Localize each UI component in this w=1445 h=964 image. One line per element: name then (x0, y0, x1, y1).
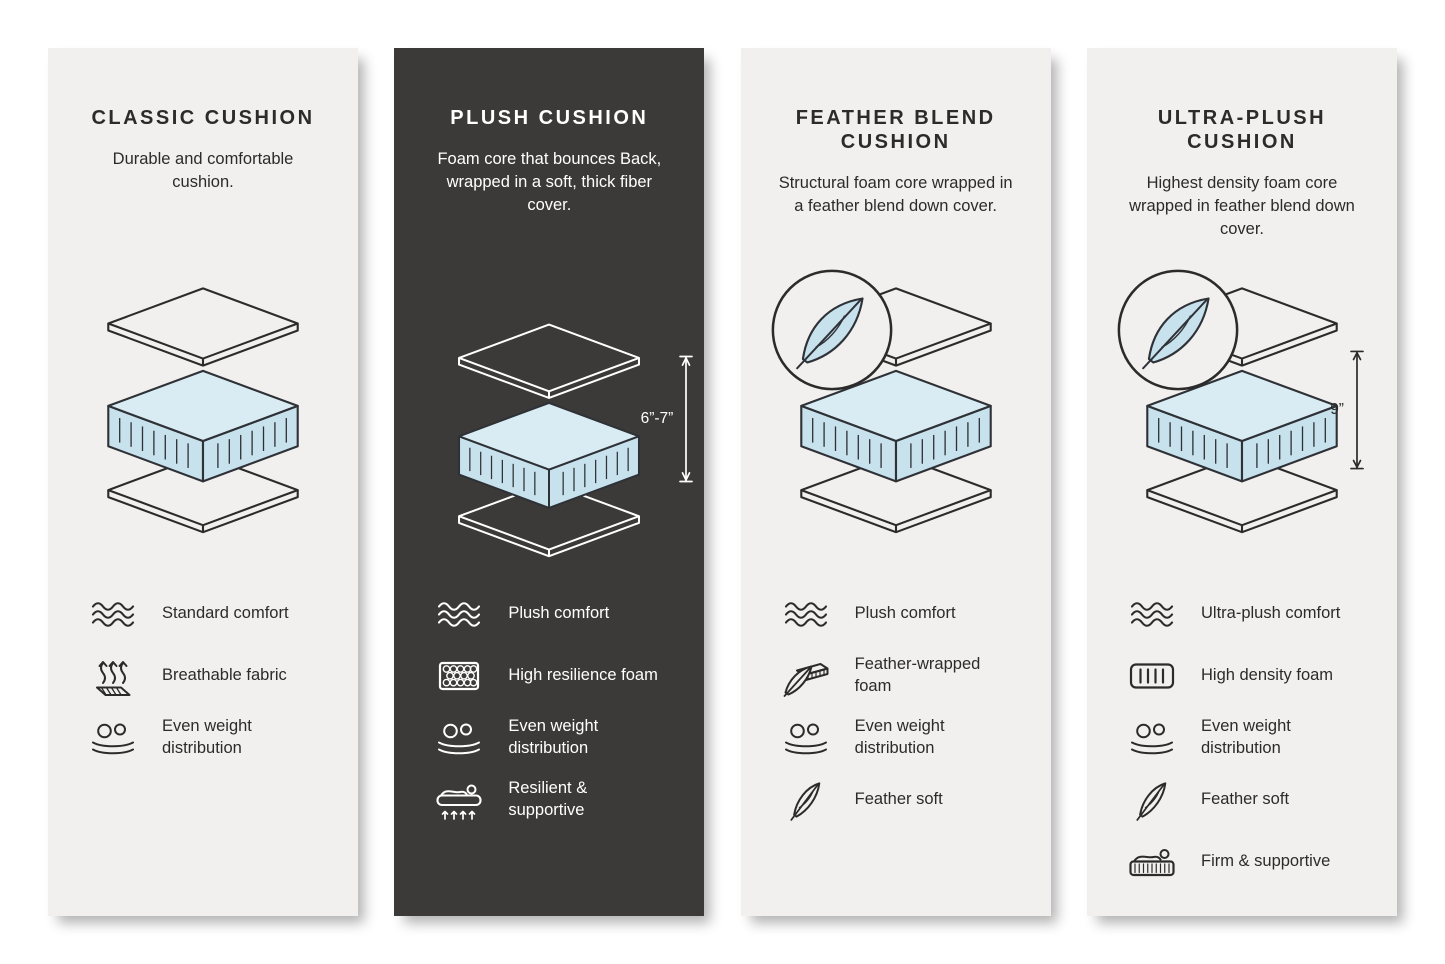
feature-label: High resilience foam (508, 666, 658, 685)
waves-icon (86, 601, 140, 627)
feature-label: Feather soft (854, 790, 943, 809)
dimension-label: 9” (1330, 401, 1344, 418)
feature-label: Standard comfort (162, 604, 289, 623)
feature-list: Plush comfort High resilience foam Even … (428, 583, 670, 831)
cushion-illustration (82, 283, 324, 555)
feature-list: Ultra-plush comfort High density foam Ev… (1121, 583, 1363, 893)
feature-row: Standard comfort (86, 583, 324, 645)
card-classic-cushion: CLASSIC CUSHION Durable and comfortable … (48, 48, 358, 916)
feather-icon (779, 778, 833, 822)
feature-row: Ultra-plush comfort (1125, 583, 1363, 645)
feature-label: Firm & supportive (1200, 852, 1331, 871)
feature-label: Plush comfort (854, 604, 956, 623)
cushion-comparison-board: CLASSIC CUSHION Durable and comfortable … (48, 48, 1397, 916)
cushion-illustration: 6”-7” (428, 283, 670, 555)
feather-wrapped-foam-icon (779, 655, 833, 697)
weight-distribution-icon (432, 721, 486, 755)
cushion-illustration (775, 283, 1017, 555)
dimension-line-icon (678, 355, 694, 483)
height-dimension: 6”-7” (641, 355, 695, 483)
weight-distribution-icon (86, 721, 140, 755)
feature-label: Even weight distribution (854, 717, 945, 757)
weight-distribution-icon (1125, 721, 1179, 755)
feature-list: Standard comfort Breathable fabric Even … (82, 583, 324, 769)
feature-row: Even weight distribution (432, 707, 670, 769)
foam-cells-icon (432, 656, 486, 696)
card-title: CLASSIC CUSHION (91, 107, 315, 129)
feature-row: Breathable fabric (86, 645, 324, 707)
card-header: PLUSH CUSHION Foam core that bounces Bac… (428, 106, 670, 271)
dimension-label: 6”-7” (640, 410, 674, 427)
feature-label: Plush comfort (508, 604, 610, 623)
high-density-foam-icon (1125, 658, 1179, 694)
card-ultra-plush-cushion: ULTRA-PLUSH CUSHION Highest density foam… (1086, 48, 1397, 916)
firm-supportive-icon (1125, 841, 1179, 883)
feature-row: Firm & supportive (1125, 831, 1363, 893)
waves-icon (1125, 601, 1179, 627)
waves-icon (432, 601, 486, 627)
layered-cushion-diagram (89, 283, 317, 542)
card-header: FEATHER BLEND CUSHION Structural foam co… (775, 106, 1017, 271)
feature-row: Resilient & supportive (432, 769, 670, 831)
breathable-fabric-icon (86, 655, 140, 697)
card-header: ULTRA-PLUSH CUSHION Highest density foam… (1121, 106, 1363, 271)
layered-cushion-diagram (441, 319, 658, 565)
card-plush-cushion: PLUSH CUSHION Foam core that bounces Bac… (394, 48, 705, 916)
resilient-supportive-icon (432, 779, 486, 821)
height-dimension: 9” (1330, 350, 1365, 470)
card-description: Foam core that bounces Back, wrapped in … (437, 150, 662, 215)
feature-label: Feather-wrapped foam (854, 655, 981, 695)
feather-badge-icon (1115, 267, 1241, 393)
weight-distribution-icon (779, 721, 833, 755)
card-title: PLUSH CUSHION (450, 107, 649, 129)
feature-label: Breathable fabric (162, 666, 287, 685)
card-feather-blend-cushion: FEATHER BLEND CUSHION Structural foam co… (740, 48, 1051, 916)
feature-label: Feather soft (1200, 790, 1290, 809)
waves-icon (779, 601, 833, 627)
feature-label: Even weight distribution (162, 717, 252, 757)
feature-row: Feather soft (1125, 769, 1363, 831)
feather-badge-icon (769, 267, 895, 393)
feature-label: High density foam (1200, 666, 1334, 685)
feature-row: Even weight distribution (86, 707, 324, 769)
card-title: ULTRA-PLUSH CUSHION (1157, 107, 1327, 153)
card-header: CLASSIC CUSHION Durable and comfortable … (82, 106, 324, 271)
feature-list: Plush comfort Feather-wrapped foam Even … (775, 583, 1017, 831)
card-description: Durable and comfortable cushion. (112, 150, 294, 192)
cushion-illustration: 9” (1121, 283, 1363, 555)
card-title: FEATHER BLEND CUSHION (795, 107, 996, 153)
feature-label: Ultra-plush comfort (1200, 604, 1341, 623)
card-description: Highest density foam core wrapped in fea… (1129, 174, 1355, 239)
feature-row: Even weight distribution (779, 707, 1017, 769)
feature-row: Feather soft (779, 769, 1017, 831)
feature-label: Even weight distribution (1200, 717, 1291, 757)
feature-label: Resilient & supportive (508, 779, 588, 819)
feature-row: High resilience foam (432, 645, 670, 707)
feature-row: High density foam (1125, 645, 1363, 707)
dimension-line-icon (1349, 350, 1365, 470)
feature-row: Even weight distribution (1125, 707, 1363, 769)
feather-icon (1125, 778, 1179, 822)
feature-row: Plush comfort (432, 583, 670, 645)
card-description: Structural foam core wrapped in a feathe… (778, 174, 1013, 216)
feature-label: Even weight distribution (508, 717, 599, 757)
feature-row: Feather-wrapped foam (779, 645, 1017, 707)
feature-row: Plush comfort (779, 583, 1017, 645)
